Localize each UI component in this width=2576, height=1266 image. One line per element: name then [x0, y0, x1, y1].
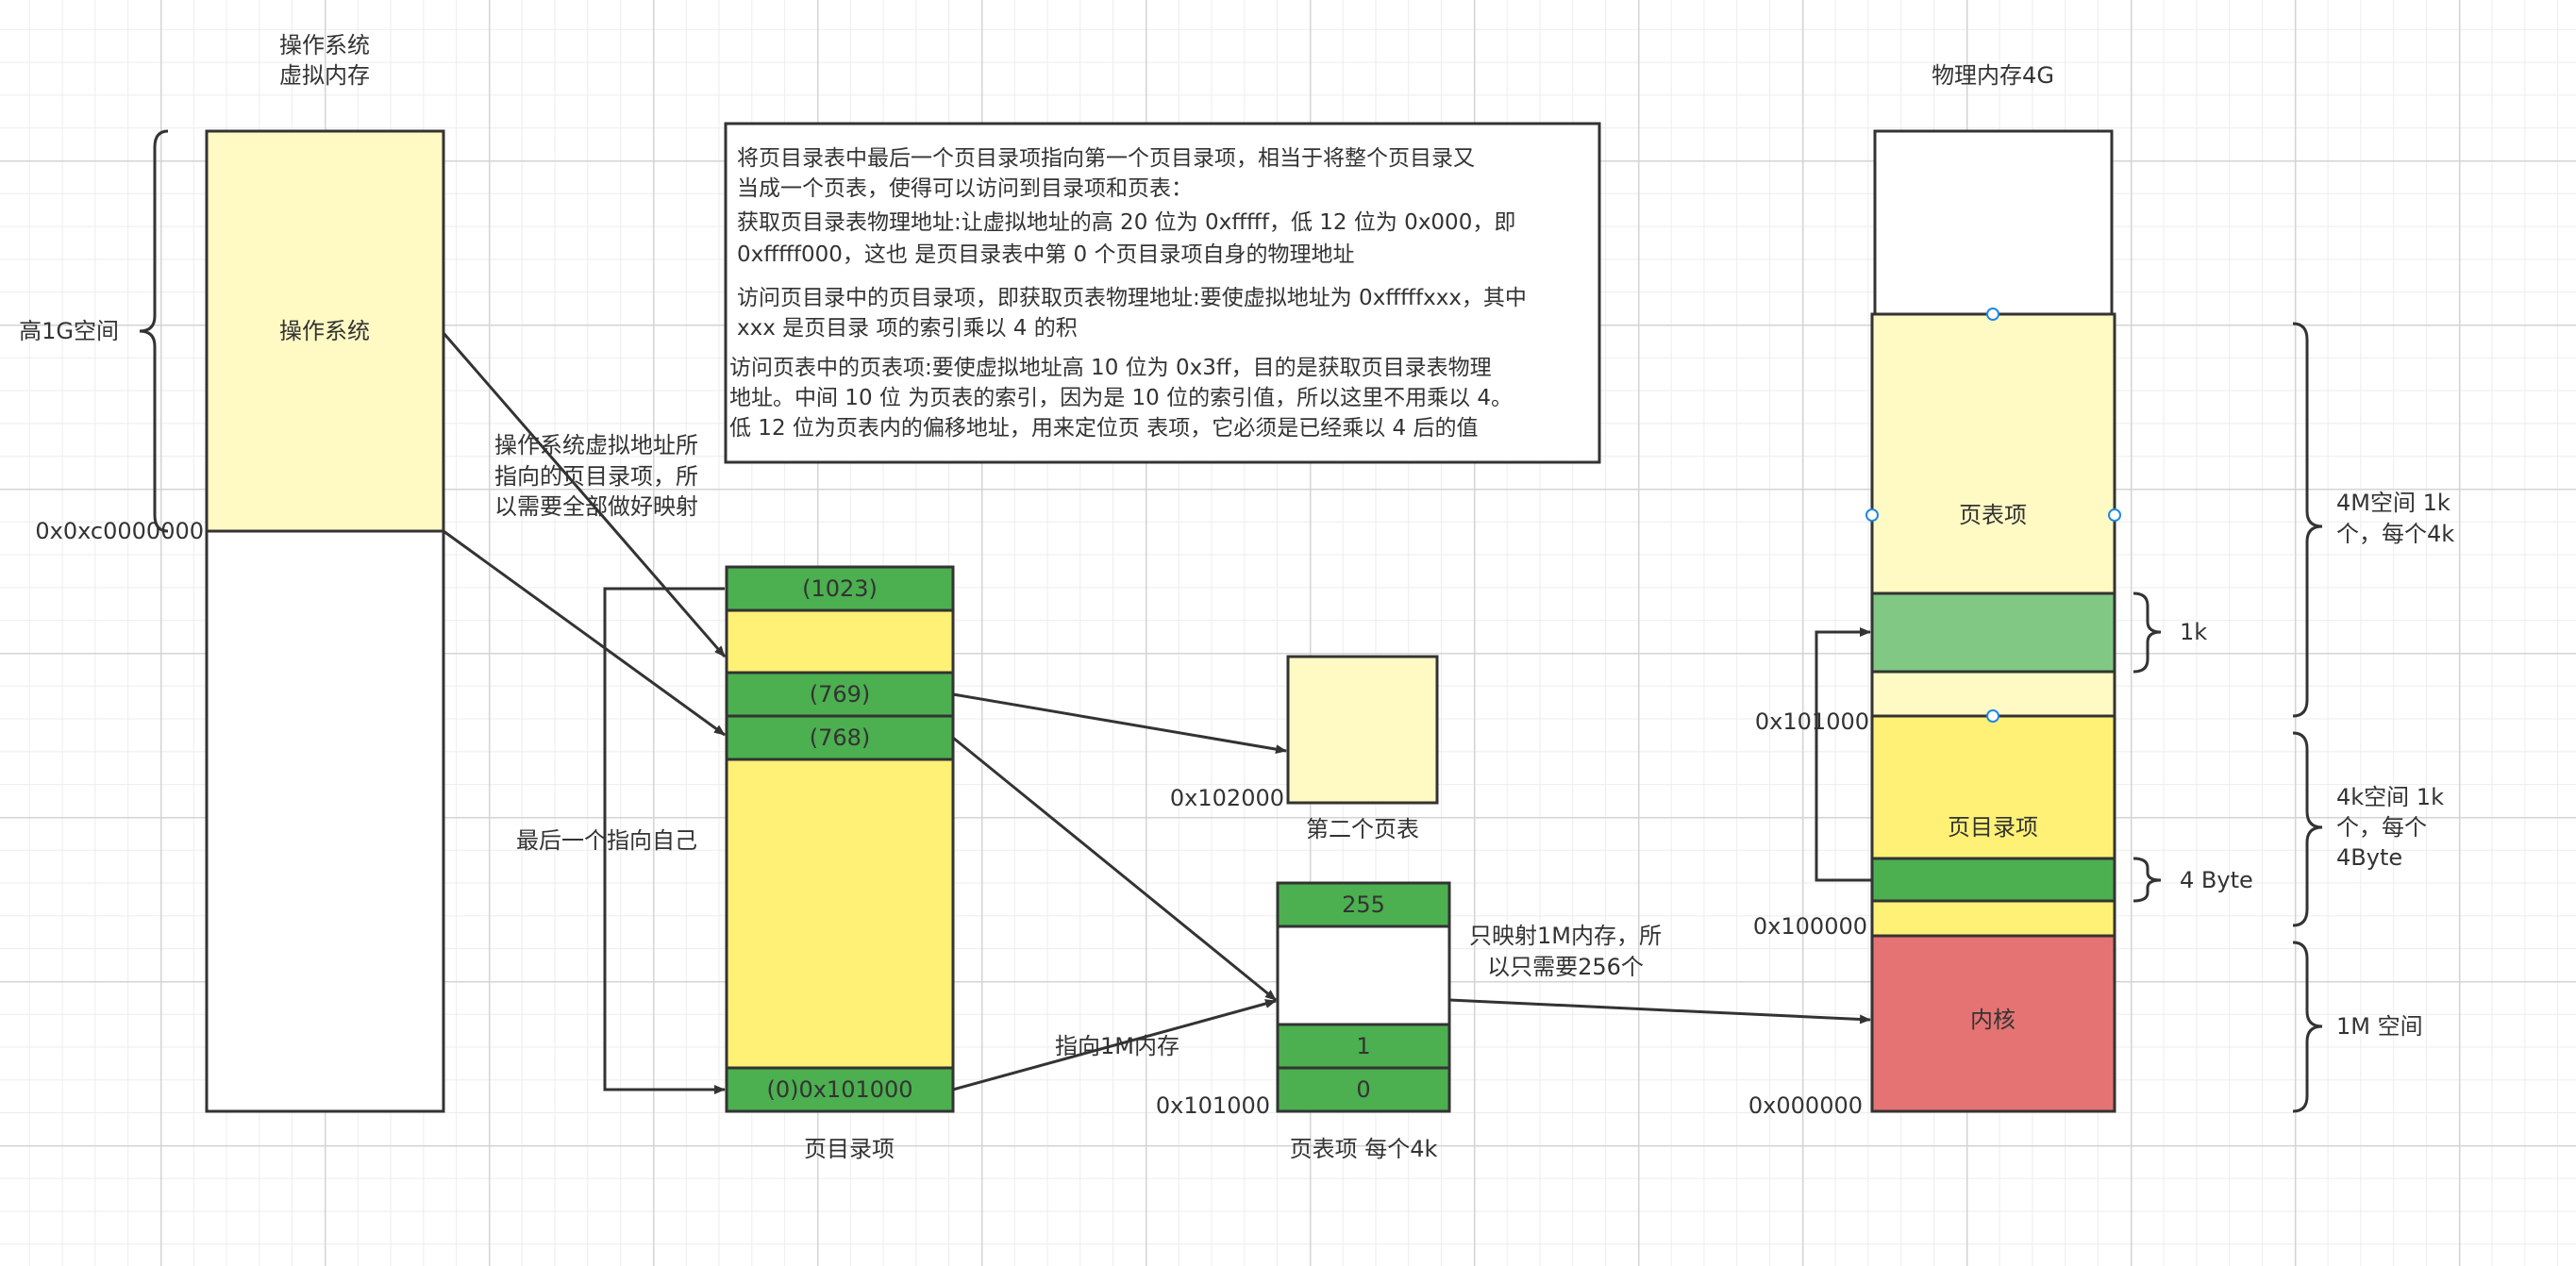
brace-1k-label: 1k	[2180, 619, 2207, 645]
physical-page-table-region[interactable]	[1870, 312, 2116, 595]
note-paragraph4-line2: 地址。中间 10 位 为页表的索引，因为是 10 位的索引值，所以这里不用乘以 …	[729, 386, 1513, 410]
arrow-pde-0-to-page-table	[952, 999, 1277, 1091]
arrow-pde-768-to-page-table	[952, 736, 1277, 1002]
virtual-memory-column: 操作系统 虚拟内存 操作系统 高1G空间 0x0xc0000000	[19, 32, 445, 1113]
page-directory-column: (1023) (769) (768) (0)0x101000 页目录项	[725, 565, 955, 1162]
annotation-only-1m-line1: 只映射1M内存，所	[1469, 923, 1662, 949]
note-paragraph3-line2: xxx 是页目录 项的索引乘以 4 的积	[737, 316, 1078, 341]
arrow-pde-769-to-second-table	[952, 692, 1287, 755]
page-directory-table[interactable]	[725, 565, 955, 1113]
annotation-only-1m-line2: 以只需要256个	[1487, 954, 1644, 980]
high-1g-brace	[139, 129, 169, 533]
physical-memory-title: 物理内存4G	[1932, 62, 2054, 89]
brace-1m-label: 1M 空间	[2336, 1013, 2423, 1040]
brace-4byte-label: 4 Byte	[2180, 867, 2253, 893]
pte-255[interactable]	[1276, 881, 1451, 928]
explanation-note: 将页目录表中最后一个页目录项指向第一个页目录项，相当于将整个页目录又 当成一个页…	[724, 122, 1601, 464]
os-virtual-block-label: 操作系统	[279, 318, 370, 344]
arrow-self-reference-loop	[603, 587, 726, 1094]
pde-1023[interactable]	[725, 565, 955, 612]
pde-768[interactable]	[725, 714, 955, 761]
pde-0[interactable]	[725, 1066, 955, 1113]
note-paragraph3-line1: 访问页目录中的页目录项，即获取页表物理地址:要使虚拟地址为 0xfffffxxx…	[737, 286, 1527, 310]
physical-memory-column: 物理内存4G 页表项 页目录项 内核 0x101000 0x100000 0x0…	[1748, 62, 2454, 1119]
brace-1m	[2292, 941, 2323, 1113]
pte-255-label: 255	[1342, 891, 1385, 918]
physical-kernel-label: 内核	[1970, 1007, 2016, 1033]
physical-1k-pte-block[interactable]	[1870, 591, 2116, 674]
explanation-note-box[interactable]	[724, 122, 1601, 464]
physical-page-table-label: 页表项	[1959, 502, 2027, 528]
brace-4byte	[2133, 857, 2162, 903]
page-table-address: 0x101000	[1156, 1092, 1270, 1119]
os-boundary-address: 0x0xc0000000	[35, 518, 204, 544]
high-1g-label: 高1G空间	[19, 318, 119, 344]
pde-1023-label: (1023)	[802, 575, 878, 602]
annotation-os-mapping-line2: 指向的页目录项，所	[494, 463, 698, 490]
selection-handle-right[interactable]	[2108, 508, 2121, 522]
physical-free-region[interactable]	[1873, 129, 2114, 316]
pte-1[interactable]	[1276, 1023, 1451, 1070]
brace-4m-label-line2: 个，每个4k	[2336, 521, 2454, 547]
brace-4k-label-line1: 4k空间 1k	[2336, 784, 2444, 810]
pte-1-label: 1	[1356, 1033, 1370, 1059]
physical-page-table-tail[interactable]	[1870, 670, 2116, 718]
selection-handle-top[interactable]	[1986, 308, 1999, 321]
selection-handle-bottom[interactable]	[1986, 709, 1999, 723]
note-paragraph4-line1: 访问页表中的页表项:要使虚拟地址高 10 位为 0x3ff，目的是获取页目录表物…	[729, 356, 1492, 380]
arrow-boundary-to-pde-768	[443, 529, 726, 737]
connectors	[442, 332, 1872, 1094]
page-table-caption: 页表项 每个4k	[1290, 1136, 1438, 1162]
annotation-os-mapping-line3: 以需要全部做好映射	[494, 493, 698, 520]
annotation-points-to-1m: 指向1M内存	[1055, 1033, 1179, 1059]
note-paragraph2-line1: 获取页目录表物理地址:让虚拟地址的高 20 位为 0xfffff，低 12 位为…	[737, 210, 1515, 235]
note-paragraph4-line3: 低 12 位为页表内的偏移地址，用来定位页 表项，它必须是已经乘以 4 后的值	[729, 416, 1478, 441]
pte-0-label: 0	[1356, 1076, 1370, 1103]
brace-4k	[2292, 731, 2323, 927]
physical-kernel-region[interactable]	[1870, 934, 2116, 1113]
second-page-table-address: 0x102000	[1170, 785, 1284, 811]
selection-handle-left[interactable]	[1865, 508, 1879, 522]
page-table-column: 255 1 0 0x101000 页表项 每个4k	[1156, 881, 1451, 1162]
user-virtual-block[interactable]	[205, 529, 445, 1113]
note-paragraph1-line2: 当成一个页表，使得可以访问到目录项和页表：	[737, 176, 1193, 201]
brace-4m-label-line1: 4M空间 1k	[2336, 490, 2451, 516]
pde-769-label: (769)	[810, 681, 871, 708]
annotation-self-pointer: 最后一个指向自己	[516, 827, 697, 854]
note-paragraph1-line1: 将页目录表中最后一个页目录项指向第一个页目录项，相当于将整个页目录又	[737, 146, 1475, 171]
second-page-table-caption: 第二个页表	[1306, 816, 1419, 842]
physical-address-101000: 0x101000	[1755, 708, 1869, 735]
second-page-table-box[interactable]	[1286, 655, 1439, 805]
os-virtual-block[interactable]	[205, 129, 445, 533]
virtual-memory-title-line2: 虚拟内存	[279, 62, 370, 89]
note-paragraph2-line2: 0xfffff000，这也 是页目录表中第 0 个页目录项自身的物理地址	[737, 242, 1355, 267]
pde-768-label: (768)	[810, 725, 871, 751]
second-page-table: 0x102000 第二个页表	[1170, 655, 1439, 842]
virtual-memory-title-line1: 操作系统	[279, 32, 370, 58]
brace-4k-label-line2: 个，每个	[2336, 814, 2427, 841]
page-directory-caption: 页目录项	[804, 1136, 895, 1162]
pte-0[interactable]	[1276, 1066, 1451, 1113]
arrow-page-table-to-kernel	[1448, 998, 1871, 1024]
arrow-os-to-pde-769	[442, 332, 727, 658]
pde-0-label: (0)0x101000	[766, 1076, 912, 1103]
physical-page-directory-label: 页目录项	[1948, 814, 2038, 841]
brace-1k	[2133, 591, 2162, 674]
brace-4m	[2292, 322, 2323, 718]
annotation-os-mapping-line1: 操作系统虚拟地址所	[494, 432, 698, 458]
arrow-pde-to-page-table-region	[1815, 627, 1872, 882]
physical-pde-4byte[interactable]	[1870, 857, 2116, 903]
brace-4k-label-line3: 4Byte	[2336, 844, 2402, 871]
annotations: 操作系统虚拟地址所 指向的页目录项，所 以需要全部做好映射 最后一个指向自己 指…	[494, 432, 1662, 1059]
physical-address-100000: 0x100000	[1753, 913, 1867, 940]
physical-address-000000: 0x000000	[1748, 1092, 1863, 1119]
